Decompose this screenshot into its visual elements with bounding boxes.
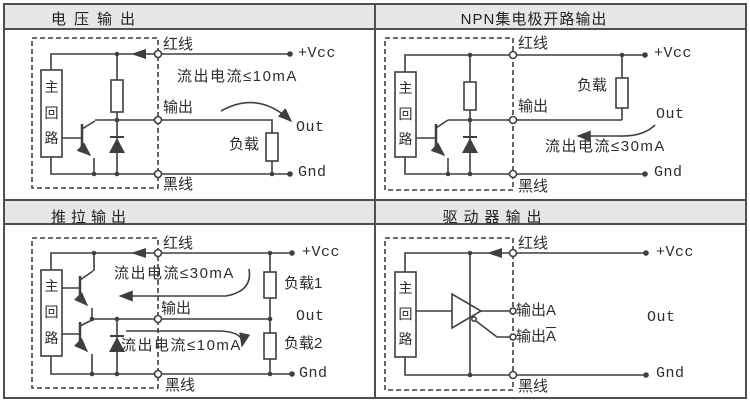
main-circuit-label-npn: 主回路: [398, 79, 413, 148]
black-wire-label: 黑线: [165, 377, 196, 394]
diode: [109, 337, 125, 352]
transistor-emitter: [430, 142, 446, 157]
gnd-rail: [404, 357, 513, 376]
vcc-terminal-label: +Vcc: [656, 244, 695, 261]
load2-resistor: [263, 332, 277, 360]
output-a-bar-line: [475, 320, 513, 338]
terminal-circles: [153, 248, 163, 379]
lower-transistor-leads: [62, 319, 93, 335]
red-wire-label: 红线: [518, 235, 549, 252]
upper-transistor-leads: [62, 253, 95, 289]
red-wire-label: 红线: [163, 235, 194, 252]
out-terminal-label: Out: [647, 309, 676, 326]
out-terminal-label: Out: [296, 119, 325, 136]
load1-label: 负载1: [284, 275, 323, 292]
output-label: 输出: [518, 98, 549, 115]
vcc-rail: [404, 252, 513, 272]
main-circuit-label-pushpull: 主回路: [44, 278, 59, 346]
out-terminal-label: Out: [656, 106, 685, 123]
panel-title-voltage: 电压输出: [50, 11, 144, 28]
load-branches: [158, 253, 271, 374]
black-wire-label: 黑线: [163, 176, 194, 193]
sink-current-note: 流出电流≤10mA: [121, 337, 242, 354]
vcc-terminal-label: +Vcc: [298, 45, 337, 62]
load-label: 负载: [577, 77, 608, 94]
source-current-arrow: [118, 268, 251, 302]
vcc-rail: [404, 54, 513, 72]
vcc-terminal-label: +Vcc: [302, 244, 341, 261]
vcc-rail: [50, 252, 158, 270]
black-wire-label: 黑线: [518, 178, 549, 195]
gnd-terminal-label: Gnd: [656, 365, 685, 382]
table-outer-border: [3, 3, 747, 399]
sensor-boundary-dashed-box: [384, 37, 514, 191]
sensor-boundary-dashed-box: [31, 237, 159, 389]
output-a-label: 输出A: [516, 302, 557, 319]
lower-transistor-emitter: [73, 337, 89, 353]
output-a-bar-prefix: 输出: [516, 328, 547, 345]
rail-arrowhead: [131, 49, 146, 59]
circuit-voltage-output: [31, 37, 293, 189]
output-a-bar-letter: A: [546, 328, 557, 345]
red-wire-label: 红线: [518, 35, 549, 52]
load-branch: [513, 55, 623, 121]
diode: [109, 138, 125, 153]
gnd-terminal-label: Gnd: [299, 365, 328, 382]
out-terminal-label: Out: [296, 308, 325, 325]
gnd-terminal-label: Gnd: [654, 164, 683, 181]
sensor-boundary-dashed-box: [31, 37, 159, 189]
gnd-terminal-label: Gnd: [298, 164, 327, 181]
circuit-pushpull-output: [31, 237, 295, 389]
load-resistor: [615, 77, 629, 109]
gnd-rail: [404, 157, 513, 175]
panel-title-pushpull: 推拉输出: [50, 209, 132, 226]
gnd-rail: [50, 157, 158, 175]
panel-title-driver: 驱动器输出: [442, 209, 548, 226]
resistor: [463, 81, 477, 111]
gnd-rail: [50, 356, 158, 375]
junction-dots: [89, 250, 295, 377]
in-flow-arrow: [576, 124, 656, 142]
output-label: 输出: [161, 300, 192, 317]
main-circuit-label-driver: 主回路: [398, 279, 413, 348]
circuit-driver-output: [384, 237, 649, 391]
diode: [462, 138, 478, 153]
source-current-note: 流出电流≤30mA: [114, 265, 235, 282]
red-wire-label: 红线: [163, 36, 194, 53]
resistor: [110, 79, 124, 113]
load1-resistor: [263, 271, 277, 299]
output-a-bar-label: 输出A: [516, 328, 557, 346]
terminal-circles: [153, 49, 163, 179]
current-note: 流出电流≤10mA: [177, 68, 298, 85]
vcc-rail: [50, 53, 158, 70]
load-label: 负载: [229, 136, 260, 153]
junction-dots: [445, 52, 648, 177]
circuit-npn-output: [384, 37, 656, 191]
load-resistor: [265, 132, 279, 162]
terminal-circles: [470, 248, 518, 380]
junction-dots: [91, 51, 293, 177]
rail-arrowhead: [487, 248, 502, 258]
column-divider: [374, 5, 376, 397]
junction-dots: [467, 250, 649, 378]
upper-transistor-emitter: [73, 291, 89, 307]
transistor-leads: [416, 119, 449, 139]
current-note: 流出电流≤30mA: [545, 138, 666, 155]
vcc-terminal-label: +Vcc: [654, 45, 693, 62]
rail-arrowhead: [131, 248, 146, 258]
out-flow-arrow: [220, 101, 293, 123]
panel-title-npn: NPN集电极开路输出: [460, 11, 608, 28]
sink-current-arrow: [126, 330, 251, 348]
main-circuit-label-voltage: 主回路: [44, 78, 59, 147]
terminal-circles: [508, 50, 518, 179]
black-wire-label: 黑线: [518, 378, 549, 395]
transistor-emitter: [76, 142, 92, 157]
driver-triangle: [451, 292, 483, 330]
load2-label: 负载2: [284, 335, 323, 352]
transistor-leads: [62, 120, 96, 139]
output-label: 输出: [163, 99, 194, 116]
